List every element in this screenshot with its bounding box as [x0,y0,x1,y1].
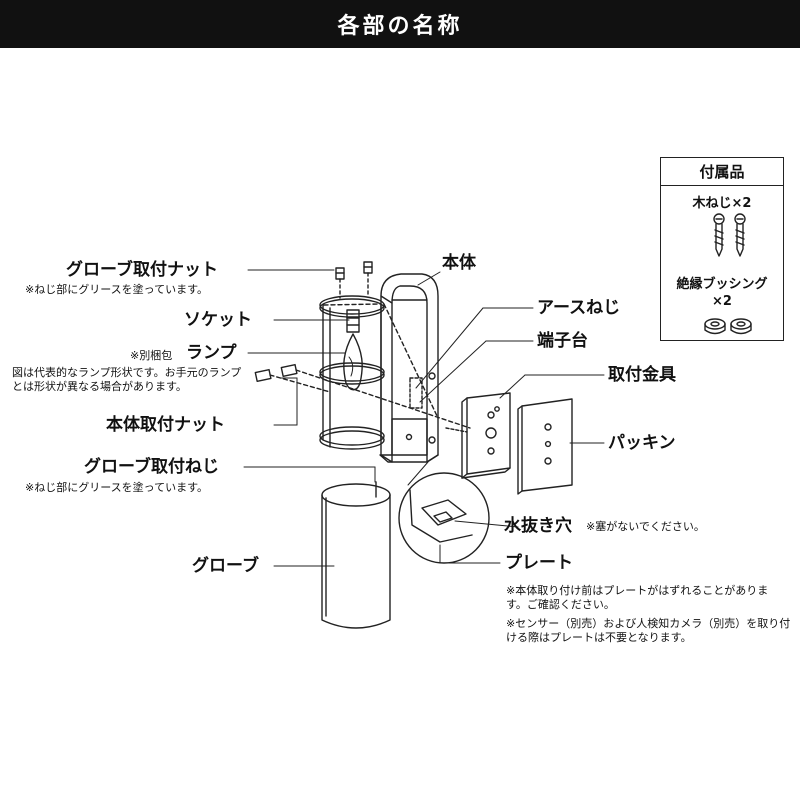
page-title: 各部の名称 [337,14,463,39]
bushing-label: 絶縁ブッシング [676,277,768,292]
packing-art [517,398,573,495]
globe-art [321,481,391,629]
drain-note: ※塞がないでください。 [586,520,705,533]
packing-label: パッキン [608,433,676,453]
bushing-qty: ×2 [712,294,732,309]
body-label: 本体 [442,253,476,273]
earth-screw-label: アースねじ [537,298,621,318]
terminal-label: 端子台 [537,331,588,351]
bushing-icon [704,318,752,335]
bracket-label: 取付金具 [608,365,676,385]
globe-nut-art [335,261,373,299]
accessories-box: 付属品 木ねじ×2 絶縁ブッシング ×2 [660,157,784,341]
globe-screw-label: グローブ取付ねじ [84,457,219,477]
main-body-art [379,273,439,463]
header-bar: 各部の名称 [0,0,800,48]
plate-label: プレート [505,553,573,573]
wood-screw-label: 木ねじ×2 [692,196,752,211]
lamp-note: 図は代表的なランプ形状です。お手元のランプとは形状が異なる場合があります。 [12,366,242,393]
body-nut-label: 本体取付ナット [106,415,225,435]
lamp-label: ランプ [186,343,237,363]
globe-label: グローブ [192,556,259,576]
drain-zoom-art [398,461,490,564]
wood-screw-icon [713,213,746,257]
socket-label: ソケット [184,310,252,330]
drain-hole-label: 水抜き穴 [504,516,572,536]
globe-screw-note: ※ねじ部にグリースを塗っています。 [25,481,209,494]
globe-nut-note: ※ねじ部にグリースを塗っています。 [25,283,209,296]
plate-note-1: ※本体取り付け前はプレートがはずれることがあります。ご確認ください。 [506,584,769,611]
accessories-title: 付属品 [661,158,783,186]
body-nut-art [254,363,471,429]
lamp-prefix: ※別梱包 [130,349,173,362]
socket-lamp-art [343,309,363,391]
globe-nut-label: グローブ取付ナット [66,260,218,280]
cage-art [319,295,439,450]
plate-note-2: ※センサー（別売）および人検知カメラ（別売）を取り付ける際はプレートは不要となり… [506,617,791,644]
bracket-art [445,392,511,479]
